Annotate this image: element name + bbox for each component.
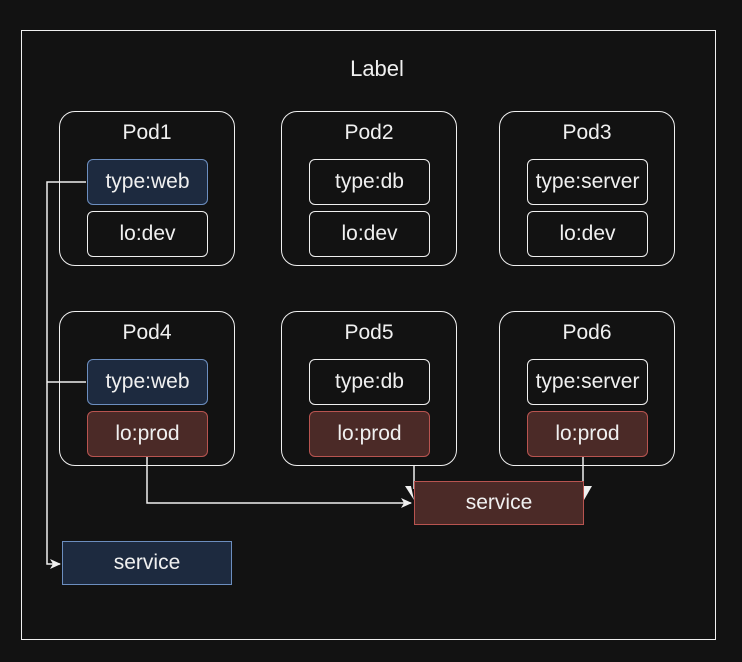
tag-lo-dev[interactable]: lo:dev	[527, 211, 648, 257]
pod-4[interactable]: Pod4 type:web lo:prod	[59, 311, 235, 466]
pod-2[interactable]: Pod2 type:db lo:dev	[281, 111, 457, 266]
tag-type-db[interactable]: type:db	[309, 359, 430, 405]
tag-lo-dev[interactable]: lo:dev	[309, 211, 430, 257]
tag-type-server[interactable]: type:server	[527, 359, 648, 405]
tag-lo-dev[interactable]: lo:dev	[87, 211, 208, 257]
prod-service[interactable]: service	[414, 481, 584, 525]
tag-lo-prod[interactable]: lo:prod	[527, 411, 648, 457]
tag-lo-prod[interactable]: lo:prod	[87, 411, 208, 457]
web-service[interactable]: service	[62, 541, 232, 585]
pod-name: Pod1	[122, 121, 172, 144]
pod-name: Pod4	[122, 321, 172, 344]
pod-name: Pod2	[344, 121, 394, 144]
pod-name: Pod6	[562, 321, 612, 344]
diagram-title: Label	[350, 56, 404, 81]
pod-name: Pod3	[562, 121, 612, 144]
pod-5[interactable]: Pod5 type:db lo:prod	[281, 311, 457, 466]
pod-name: Pod5	[344, 321, 394, 344]
tag-type-web[interactable]: type:web	[87, 359, 208, 405]
pod-1[interactable]: Pod1 type:web lo:dev	[59, 111, 235, 266]
tag-lo-prod[interactable]: lo:prod	[309, 411, 430, 457]
connector-prod-pod4	[146, 457, 412, 508]
tag-type-web[interactable]: type:web	[87, 159, 208, 205]
label-container	[21, 30, 716, 640]
tag-type-db[interactable]: type:db	[309, 159, 430, 205]
pod-6[interactable]: Pod6 type:server lo:prod	[499, 311, 675, 466]
tag-type-server[interactable]: type:server	[527, 159, 648, 205]
connector-web-pod1	[46, 181, 86, 569]
pod-3[interactable]: Pod3 type:server lo:dev	[499, 111, 675, 266]
